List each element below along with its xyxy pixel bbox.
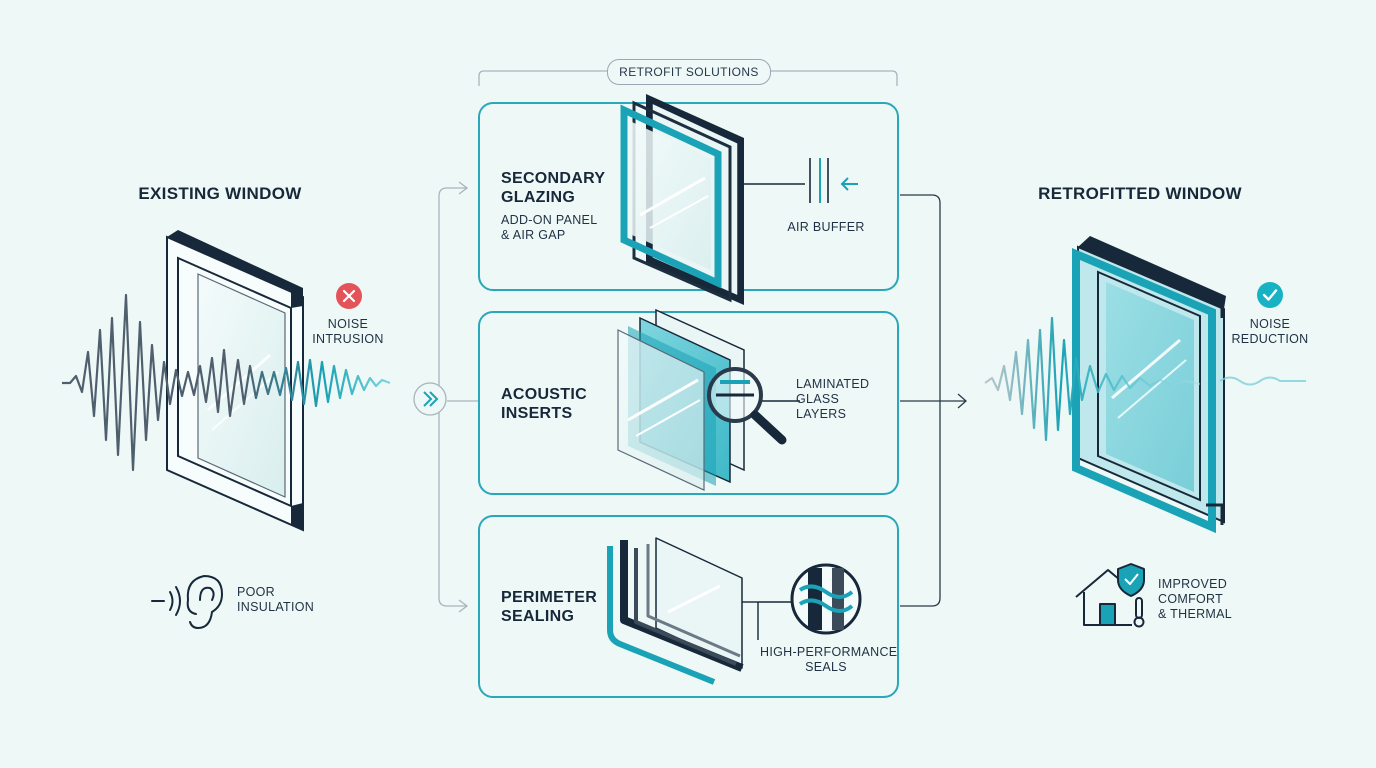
card-1-sub-1: ADD-ON PANEL bbox=[501, 213, 598, 227]
acoustic-inserts-illustration bbox=[617, 308, 745, 491]
air-buffer-label: AIR BUFFER bbox=[787, 220, 865, 234]
card-1-title-1: SECONDARY bbox=[501, 170, 606, 187]
card-3-title-2: SEALING bbox=[501, 608, 575, 625]
seals-label-2: SEALS bbox=[805, 660, 847, 674]
poor-insulation-label-2: INSULATION bbox=[237, 600, 315, 614]
seal-detail-icon bbox=[742, 563, 862, 640]
retrofitted-window-illustration bbox=[1072, 236, 1226, 534]
perimeter-sealing-illustration bbox=[607, 537, 744, 685]
improved-label-1: IMPROVED bbox=[1158, 577, 1228, 591]
retrofit-solutions-pill: RETROFIT SOLUTIONS bbox=[607, 59, 771, 85]
noise-wave-right bbox=[984, 316, 1201, 442]
noise-intrusion-label-1: NOISE bbox=[327, 317, 369, 331]
calm-wave-right bbox=[1219, 376, 1306, 386]
noise-reduction-label-1: NOISE bbox=[1249, 317, 1291, 331]
flow-connectors-right bbox=[900, 194, 967, 607]
laminated-label-2: GLASS bbox=[796, 392, 840, 406]
noise-wave-left bbox=[62, 293, 391, 472]
ear-icon bbox=[151, 574, 224, 630]
retrofitted-window-title: RETROFITTED WINDOW bbox=[1038, 184, 1242, 203]
house-shield-icon bbox=[1075, 563, 1145, 628]
laminated-label-1: LAMINATED bbox=[796, 377, 870, 391]
noise-intrusion-label-2: INTRUSION bbox=[312, 332, 384, 346]
existing-window-title: EXISTING WINDOW bbox=[138, 184, 302, 203]
air-buffer-callout bbox=[744, 158, 858, 203]
noise-reduction-label-2: REDUCTION bbox=[1231, 332, 1309, 346]
secondary-glazing-illustration bbox=[620, 94, 744, 305]
card-1-sub-2: & AIR GAP bbox=[501, 228, 566, 242]
improved-label-3: & THERMAL bbox=[1158, 607, 1233, 621]
x-circle-icon bbox=[336, 283, 362, 309]
card-2-title-1: ACOUSTIC bbox=[501, 386, 587, 403]
card-2-title-2: INSERTS bbox=[501, 405, 573, 422]
improved-label-2: COMFORT bbox=[1158, 592, 1224, 606]
chevron-right-icon bbox=[413, 382, 447, 416]
laminated-label-3: LAYERS bbox=[796, 407, 847, 421]
check-circle-icon bbox=[1257, 282, 1283, 308]
card-1-title-2: GLAZING bbox=[501, 189, 576, 206]
card-3-title-1: PERIMETER bbox=[501, 589, 598, 606]
seals-label-1: HIGH-PERFORMANCE bbox=[760, 645, 898, 659]
bracket-top bbox=[478, 70, 898, 86]
magnifier-icon bbox=[707, 367, 800, 445]
poor-insulation-label-1: POOR bbox=[237, 585, 276, 599]
